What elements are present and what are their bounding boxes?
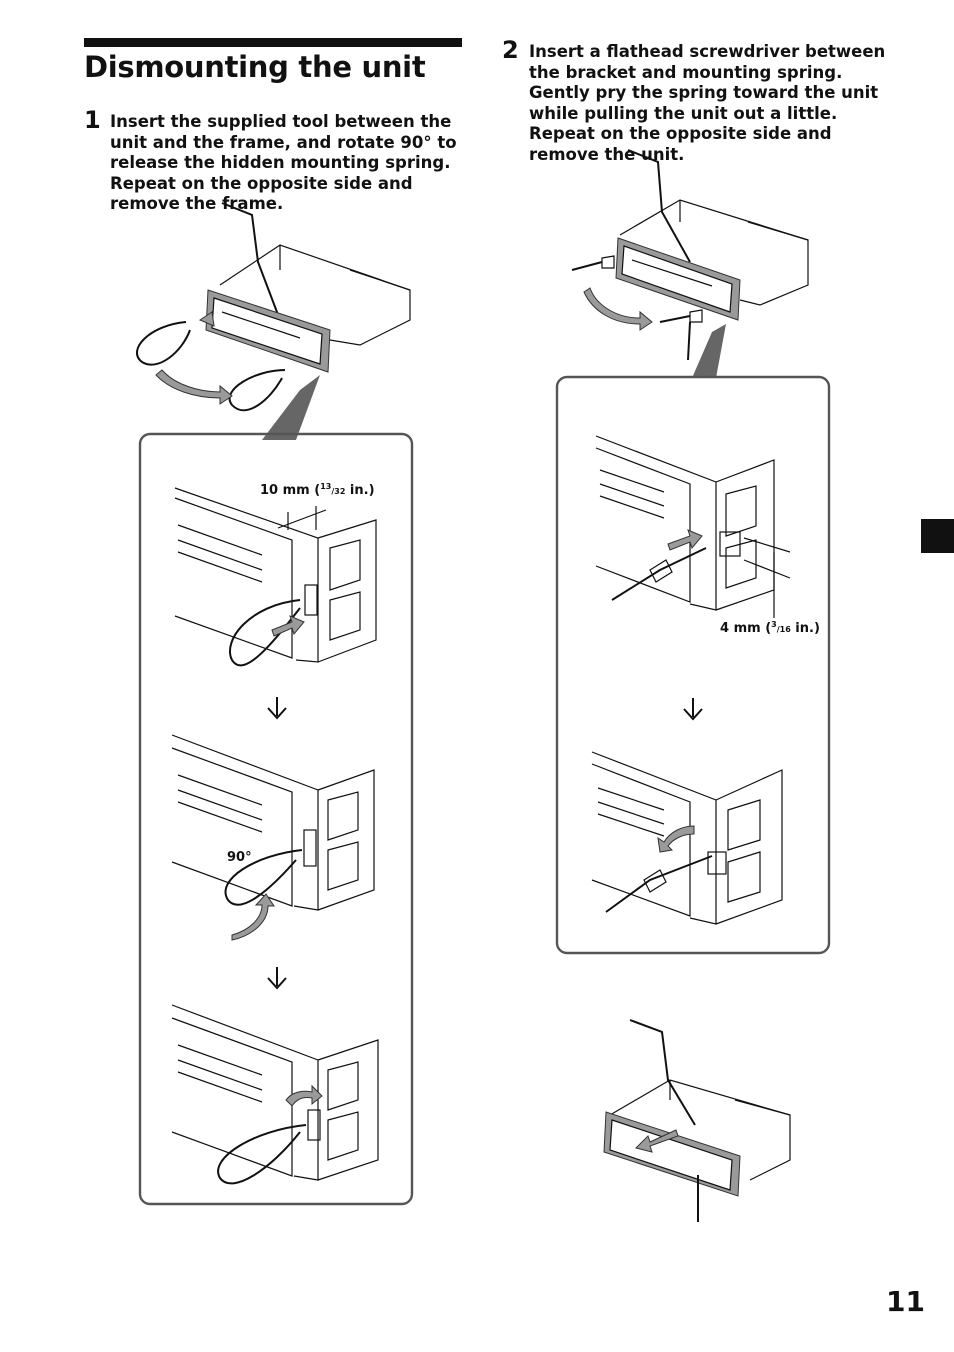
step-1-text: Insert the supplied tool between the uni… [110, 112, 457, 213]
step-1-number: 1 [84, 106, 101, 134]
dimension-10mm-label: 10 mm (13/32 in.) [260, 482, 375, 498]
step-2-number: 2 [502, 36, 519, 64]
dimension-10mm-prefix: 10 mm ( [260, 483, 321, 498]
dimension-10mm-suffix: in.) [345, 483, 375, 498]
page-title: Dismounting the unit [84, 50, 426, 84]
title-rule [84, 38, 462, 47]
dimension-10mm-denominator: /32 [331, 487, 346, 496]
dimension-4mm-label: 4 mm (3/16 in.) [720, 620, 820, 636]
dimension-4mm-numerator: 3 [771, 620, 777, 629]
page-number: 11 [886, 1285, 925, 1318]
angle-90-label: 90° [227, 850, 252, 865]
dimension-10mm-numerator: 13 [320, 482, 332, 491]
dimension-4mm-suffix: in.) [790, 621, 820, 636]
dimension-4mm-prefix: 4 mm ( [720, 621, 772, 636]
section-tab-marker [921, 519, 954, 553]
dimension-4mm-denominator: /16 [776, 625, 791, 634]
step-2-text: Insert a flathead screwdriver between th… [529, 42, 886, 164]
